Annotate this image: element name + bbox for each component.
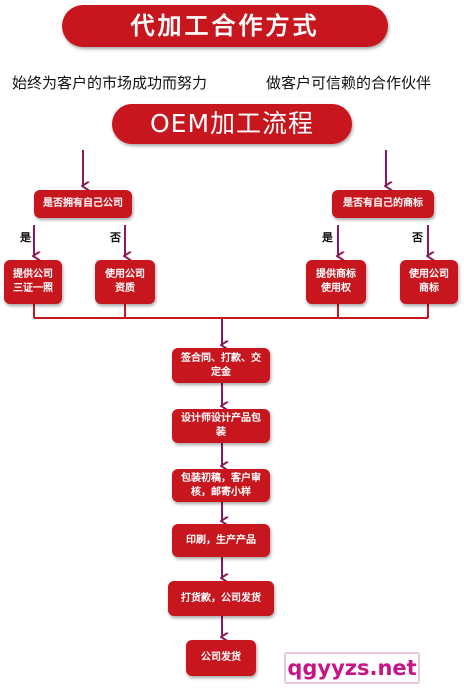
step-4: 印刷，生产产品 <box>172 524 270 557</box>
question-own-trademark: 是否有自己的商标 <box>332 190 434 218</box>
step-1: 签合同、打款、交定金 <box>172 348 270 383</box>
label-yes-right: 是 <box>322 231 333 244</box>
label-yes-left: 是 <box>20 231 31 244</box>
page-title: 代加工合作方式 <box>62 5 388 47</box>
slogan-right: 做客户可信赖的合作伙伴 <box>266 74 432 92</box>
label-no-right: 否 <box>412 231 423 244</box>
step-5: 打货款，公司发货 <box>168 581 274 616</box>
question-own-company: 是否拥有自己公司 <box>34 190 132 218</box>
step-3: 包装初稿，客户审核，邮寄小样 <box>172 469 270 502</box>
box-use-company-trademark: 使用公司商标 <box>400 260 458 304</box>
step-6: 公司发货 <box>186 640 256 676</box>
watermark: qgyyzs.net <box>284 652 420 684</box>
flow-title: OEM加工流程 <box>112 104 352 144</box>
step-2: 设计师设计产品包装 <box>172 409 270 443</box>
label-no-left: 否 <box>110 231 121 244</box>
box-provide-licenses: 提供公司三证一照 <box>4 260 62 304</box>
box-use-company-qualification: 使用公司资质 <box>95 260 155 304</box>
slogan-left: 始终为客户的市场成功而努力 <box>12 74 208 92</box>
box-provide-trademark-right: 提供商标使用权 <box>306 260 366 304</box>
